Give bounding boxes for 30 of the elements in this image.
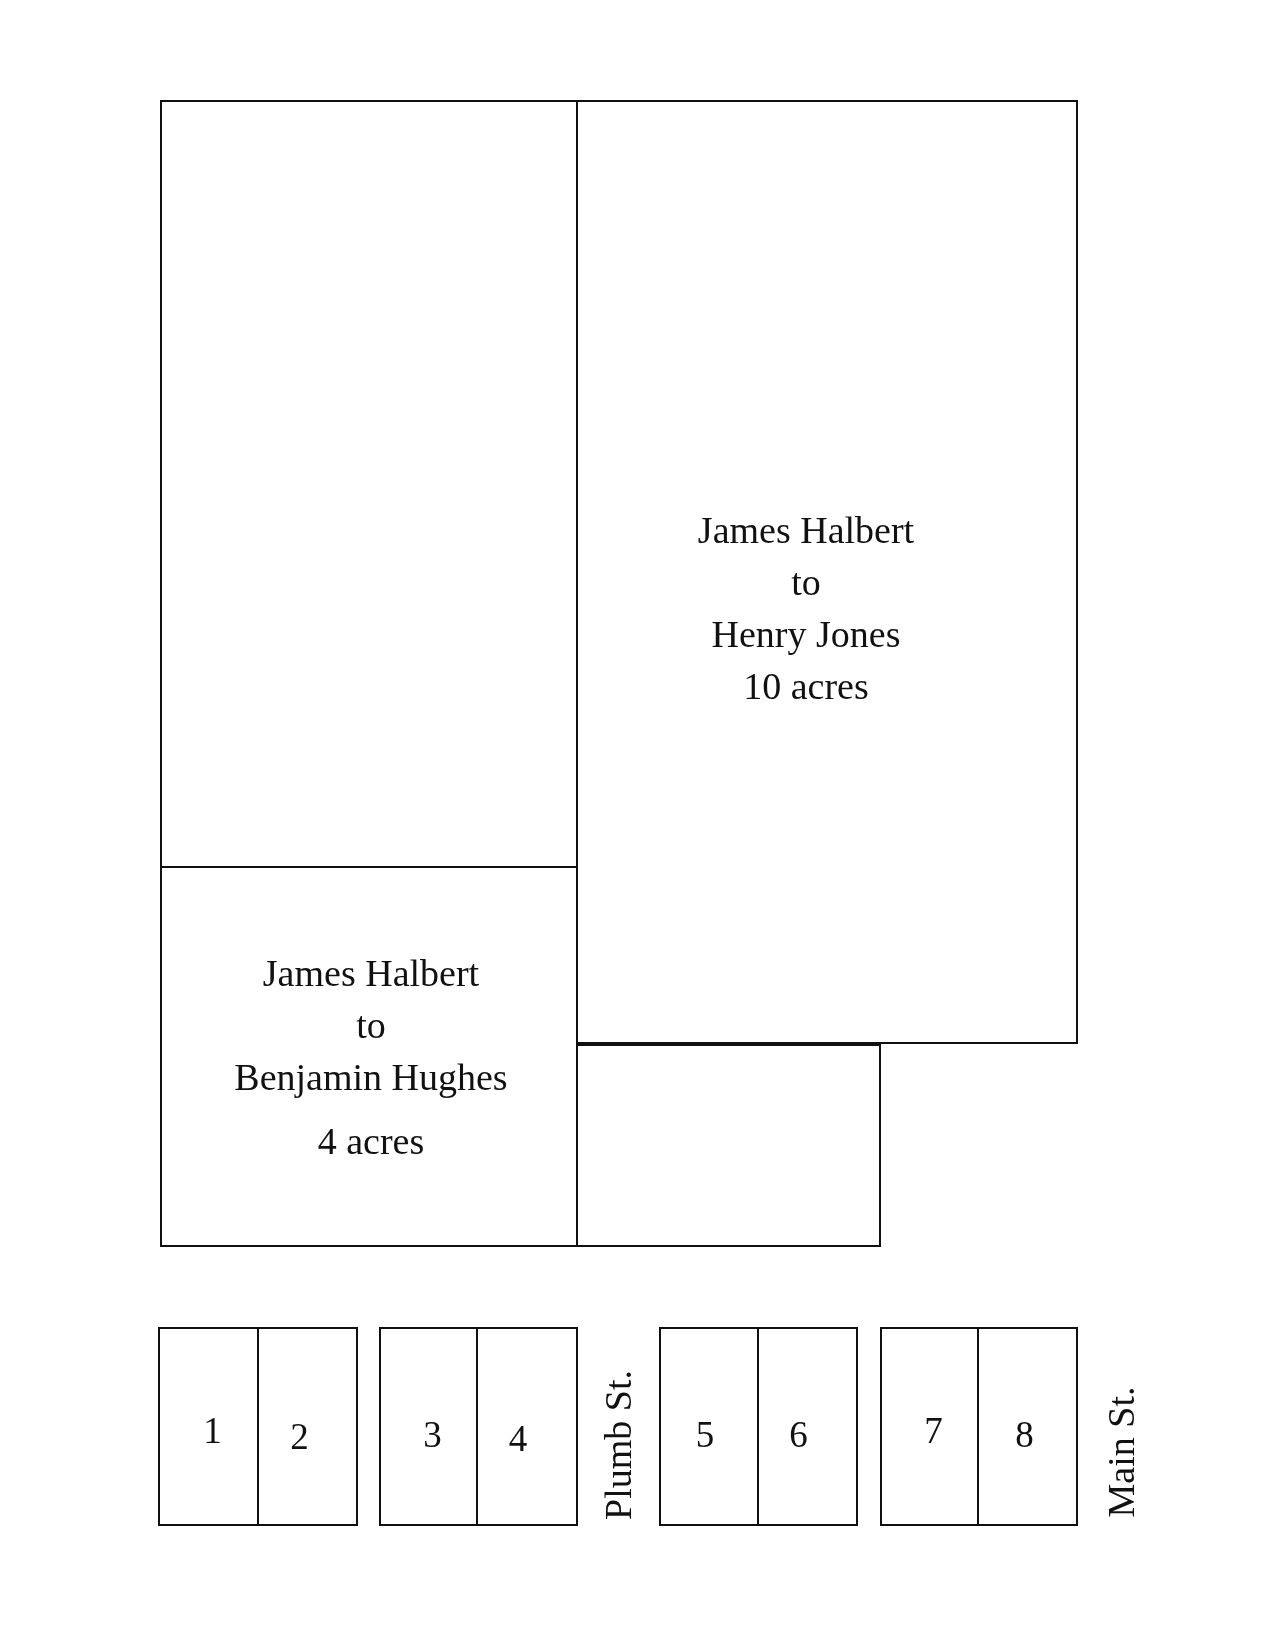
parcel-text: James Halbert [697, 508, 915, 553]
parcel-text: to [356, 1002, 386, 1048]
land-parcel [160, 866, 576, 1247]
land-parcel [160, 100, 576, 866]
land-parcel [576, 100, 1078, 1044]
land-parcel [576, 1044, 881, 1247]
lot-parcel [757, 1327, 858, 1526]
lot-number: 2 [290, 1418, 309, 1455]
lot-parcel [977, 1327, 1078, 1526]
parcel-text: 4 acres [317, 1118, 425, 1164]
lot-parcel [257, 1327, 358, 1526]
lot-number: 6 [789, 1416, 808, 1453]
street-name: Plumb St. [598, 1370, 640, 1520]
lot-number: 7 [924, 1412, 943, 1449]
lot-number: 5 [695, 1416, 715, 1453]
street-name: Main St. [1101, 1386, 1143, 1518]
lot-number: 3 [423, 1416, 442, 1453]
parcel-text: Benjamin Hughes [234, 1054, 508, 1100]
parcel-text: to [791, 560, 821, 605]
lot-parcel [659, 1327, 757, 1526]
parcel-text: James Halbert [262, 950, 480, 996]
lot-parcel [158, 1327, 257, 1526]
lot-parcel [476, 1327, 578, 1526]
lot-parcel [880, 1327, 977, 1526]
lot-number: 4 [508, 1420, 528, 1457]
lot-number: 1 [203, 1412, 222, 1449]
lot-number: 8 [1015, 1416, 1034, 1453]
parcel-text: Henry Jones [711, 612, 901, 657]
parcel-text: 10 acres [743, 664, 869, 709]
lot-parcel [379, 1327, 476, 1526]
